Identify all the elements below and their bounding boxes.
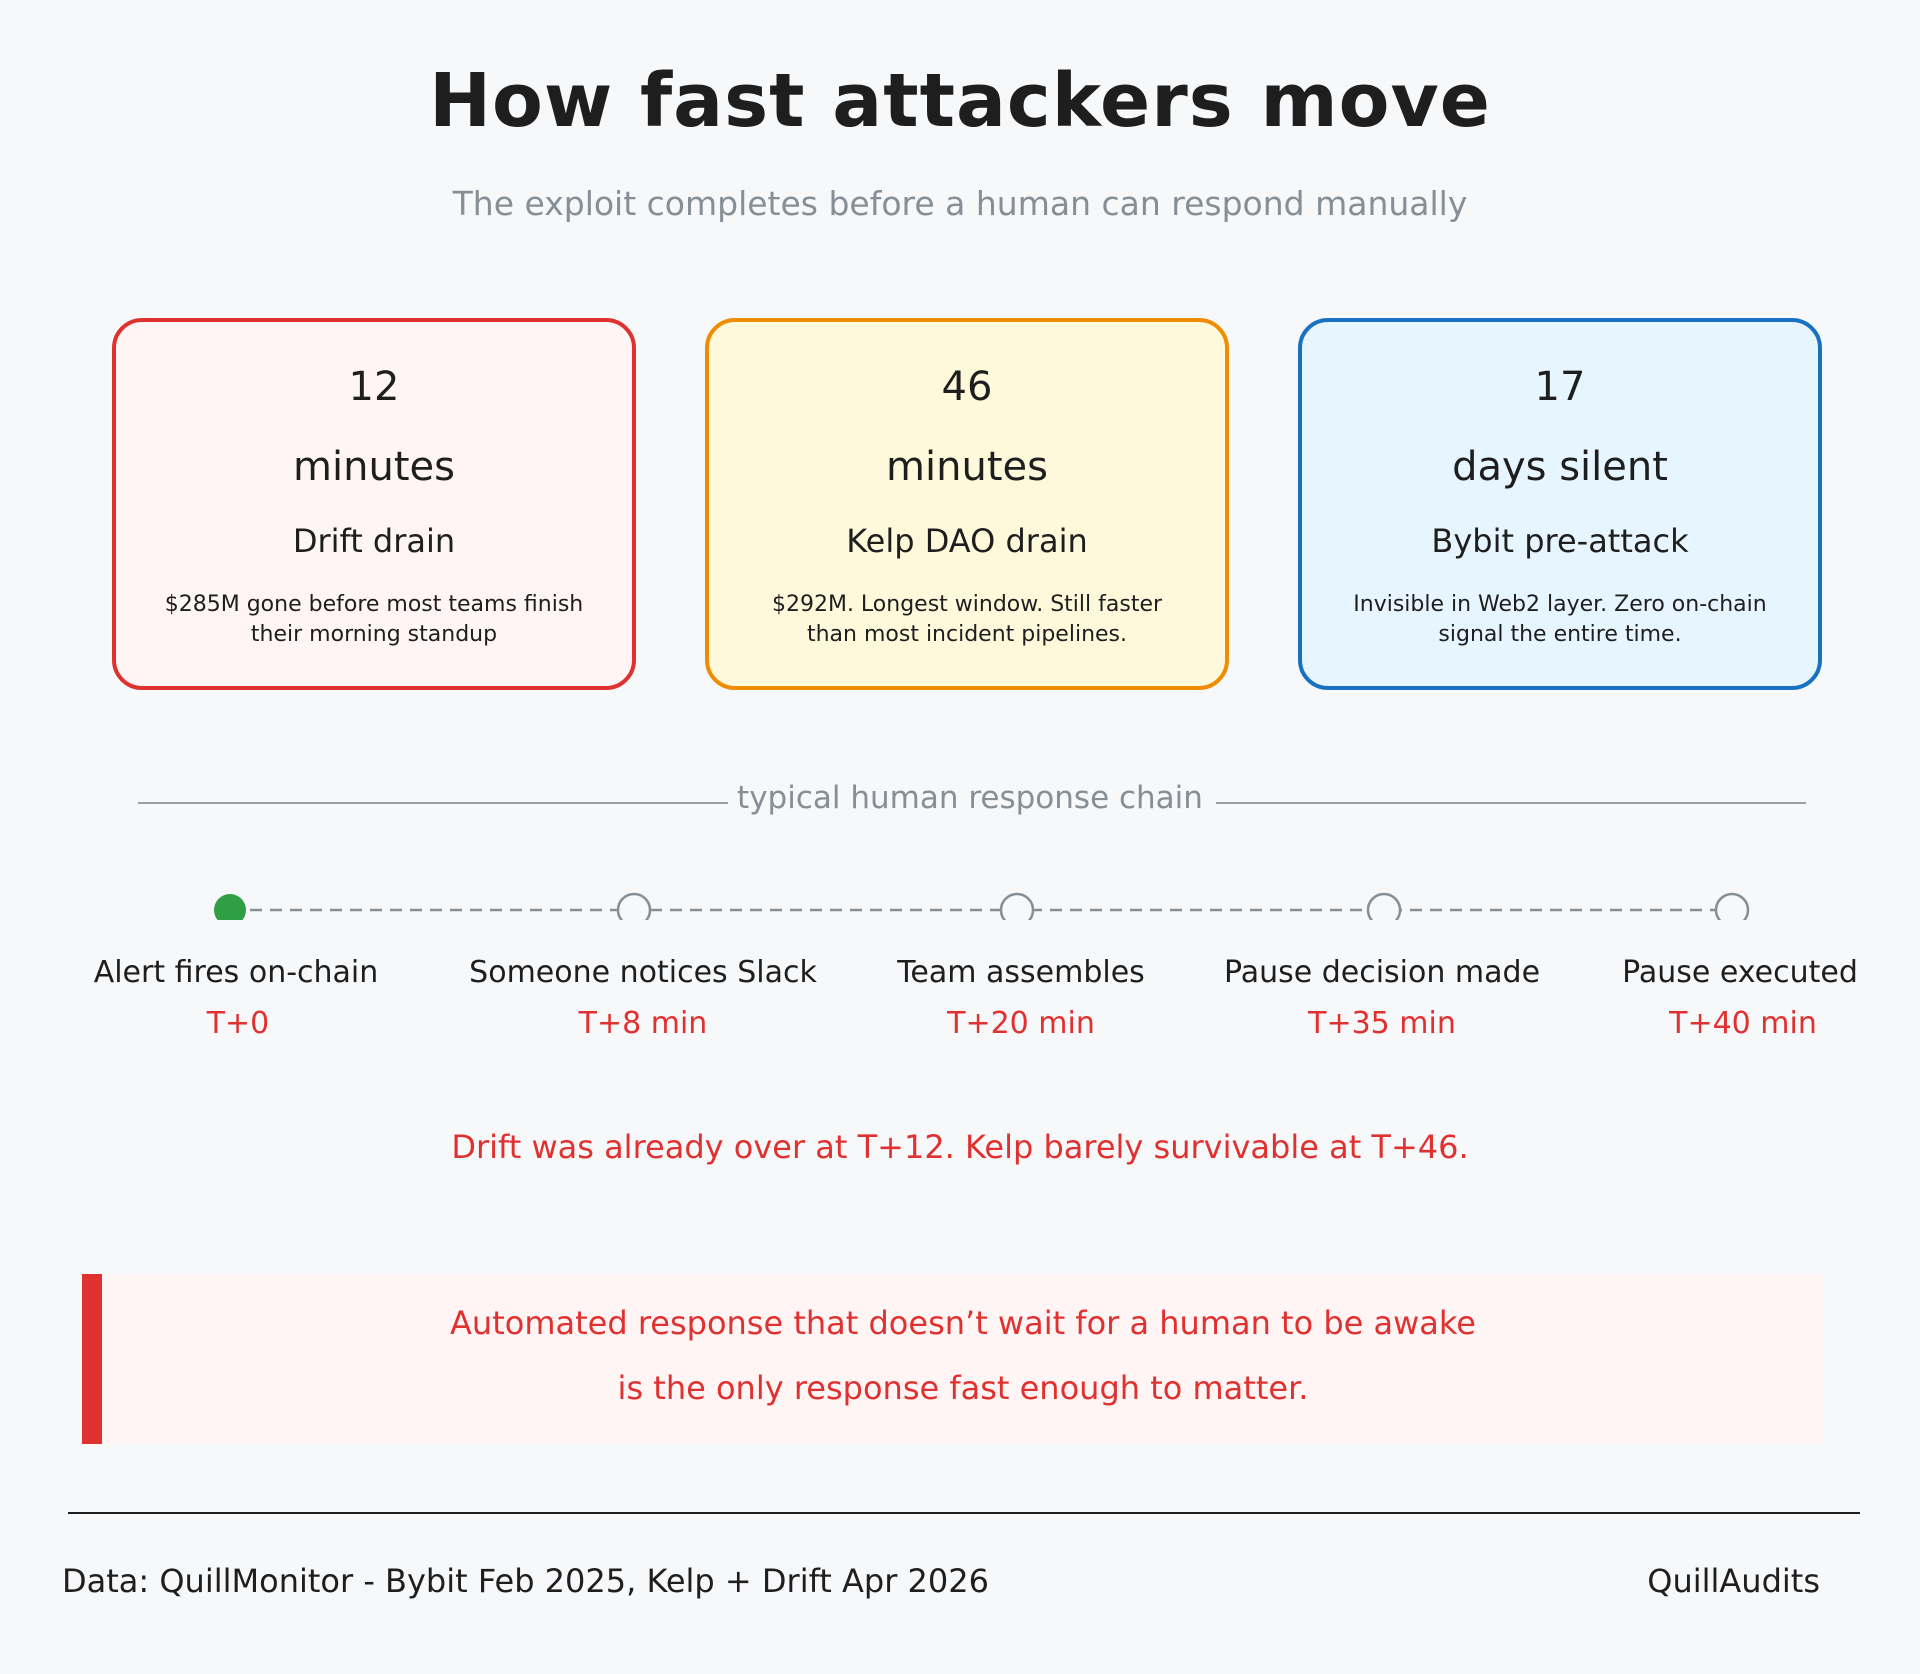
card-number: 12 (348, 364, 400, 410)
divider-line-left (138, 802, 728, 804)
card-number: 17 (1534, 364, 1586, 410)
timeline-step-label: Team assembles (897, 955, 1145, 990)
card-number: 46 (941, 364, 993, 410)
callout-box: Automated response that doesn’t wait for… (82, 1274, 1824, 1444)
callout-line: is the only response fast enough to matt… (617, 1369, 1309, 1407)
timeline-step-time: T+8 min (578, 1006, 708, 1041)
card-description: $285M gone before most teams finish thei… (164, 592, 584, 647)
timeline-heading: typical human response chain (737, 780, 1203, 816)
card-description: Invisible in Web2 layer. Zero on-chain s… (1353, 592, 1767, 647)
timeline-step-label: Pause decision made (1223, 955, 1541, 990)
timeline-node (1366, 892, 1402, 920)
timeline-node-active (214, 894, 246, 920)
card-name: Bybit pre-attack (1431, 522, 1689, 560)
footer-brand: QuillAudits (1647, 1562, 1820, 1600)
card-kelp: 46 minutes Kelp DAO drain $292M. Longest… (705, 318, 1229, 690)
timeline-step-label: Someone notices Slack (469, 955, 817, 990)
divider-line-right (1216, 802, 1806, 804)
card-bybit: 17 days silent Bybit pre-attack Invisibl… (1298, 318, 1822, 690)
timeline-step-label: Alert fires on-chain (93, 955, 379, 990)
card-unit: days silent (1452, 444, 1668, 490)
timeline-node (1714, 892, 1750, 920)
timeline-step-time: T+40 min (1669, 1006, 1817, 1041)
timeline-node (616, 892, 652, 920)
footer-divider (68, 1512, 1860, 1514)
card-drift: 12 minutes Drift drain $285M gone before… (112, 318, 636, 690)
timeline-step-time: T+35 min (1308, 1006, 1456, 1041)
warning-note: Drift was already over at T+12. Kelp bar… (451, 1128, 1469, 1166)
page-subtitle: The exploit completes before a human can… (452, 184, 1468, 223)
timeline-track (214, 892, 1750, 920)
card-unit: minutes (886, 444, 1048, 490)
callout-line: Automated response that doesn’t wait for… (450, 1304, 1476, 1342)
card-name: Drift drain (292, 522, 456, 560)
footer-source: Data: QuillMonitor - Bybit Feb 2025, Kel… (62, 1562, 989, 1600)
timeline-step-time: T+20 min (947, 1006, 1095, 1041)
page-title: How fast attackers move (429, 58, 1491, 144)
card-name: Kelp DAO drain (846, 522, 1088, 560)
timeline-step-label: Pause executed (1622, 955, 1858, 990)
callout-accent-bar (82, 1274, 102, 1444)
card-description: $292M. Longest window. Still faster than… (771, 592, 1163, 647)
timeline-node (999, 892, 1035, 920)
card-unit: minutes (293, 444, 455, 490)
timeline-step-time: T+0 (206, 1006, 270, 1041)
